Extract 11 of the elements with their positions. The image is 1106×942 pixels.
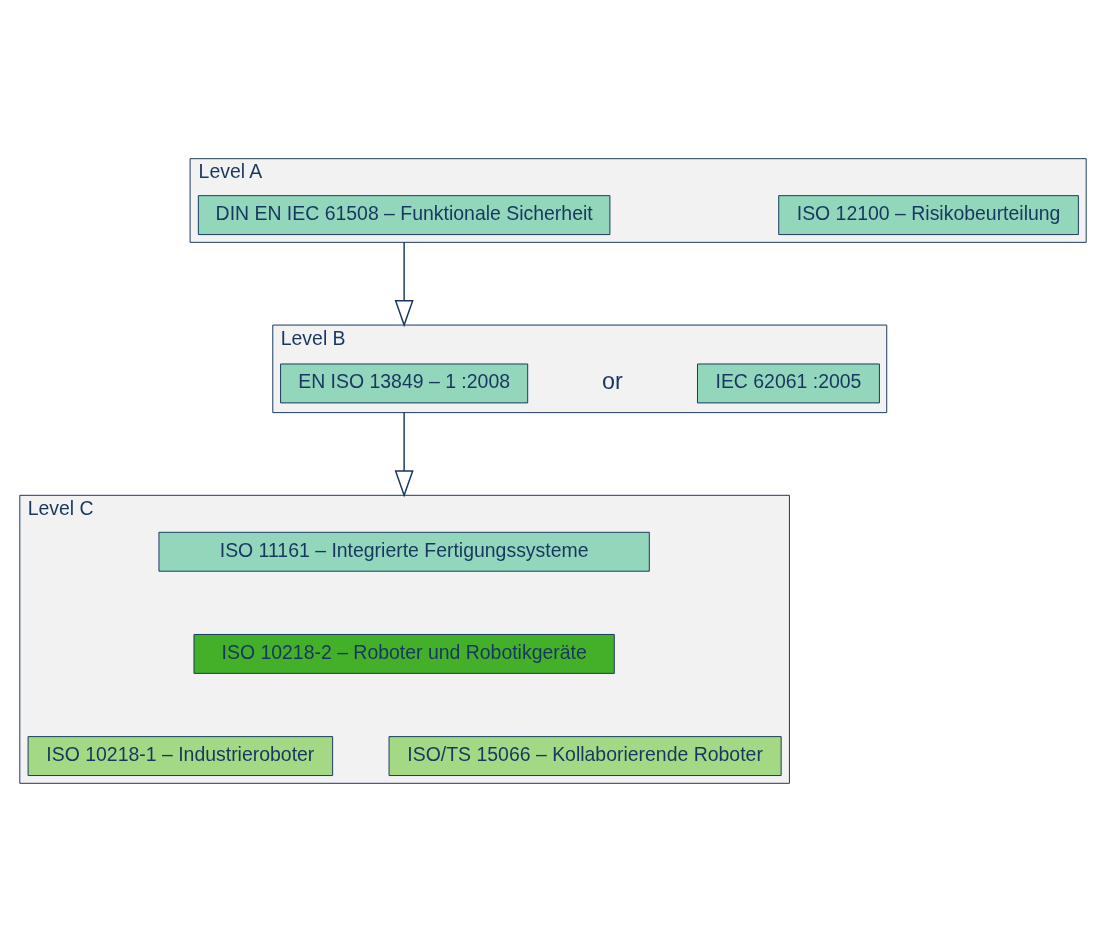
- node-box: ISO 12100 – Risikobeurteilung: [778, 195, 1079, 236]
- node-box: IEC 62061 :2005: [697, 363, 880, 404]
- node-box: EN ISO 13849 – 1 :2008: [280, 363, 529, 404]
- arrow: [394, 241, 414, 328]
- node-box: ISO 10218-1 – Industrieroboter: [27, 736, 334, 777]
- node-box: DIN EN IEC 61508 – Funktionale Sicherheit: [197, 195, 611, 236]
- node-box: ISO/TS 15066 – Kollaborierende Roboter: [388, 736, 782, 777]
- node-box: ISO 10218-2 – Roboter und Robotikgeräte: [193, 633, 615, 674]
- arrow: [394, 411, 414, 498]
- node-box: ISO 11161 – Integrierte Fertigungssysteme: [158, 531, 650, 572]
- label: or: [601, 368, 623, 395]
